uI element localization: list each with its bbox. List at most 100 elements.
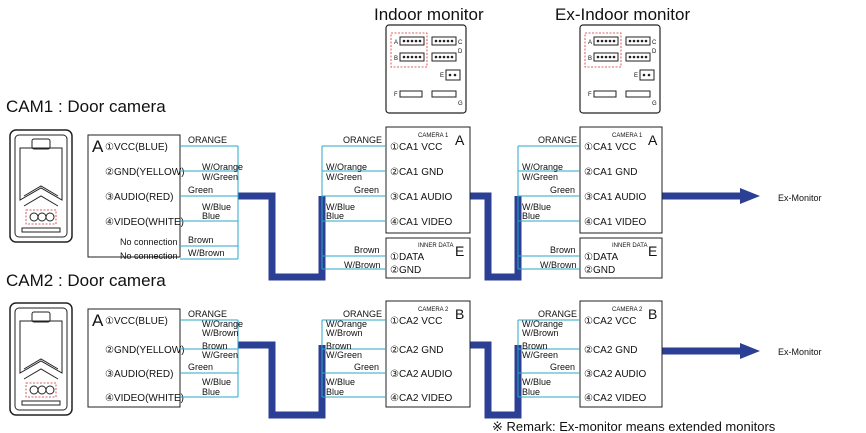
svg-text:Green: Green [354,185,379,195]
svg-text:CAMERA 1: CAMERA 1 [612,133,643,139]
svg-text:E: E [455,243,464,259]
ex-inner-data-block: INNER DATA E ①DATA ②GND [579,237,663,279]
svg-text:A: A [648,132,658,148]
svg-text:C: C [458,40,463,46]
svg-text:Blue: Blue [522,211,540,221]
svg-text:W/Orange: W/Orange [522,319,563,329]
svg-text:④CA2 VIDEO: ④CA2 VIDEO [390,393,453,404]
svg-text:W/Green: W/Green [326,172,362,182]
svg-text:B: B [648,306,657,322]
cable-indoor-to-ex-cam1 [470,192,522,281]
svg-text:Green: Green [354,362,379,372]
svg-text:②CA2 GND: ②CA2 GND [390,345,443,356]
svg-text:①DATA: ①DATA [584,252,618,263]
cam1-pin-4: ④VIDEO(WHITE) [105,217,184,228]
cam2-connector-box: A ①VCC(BLUE) ②GND(YELLOW) ③AUDIO(RED) ④V… [87,308,185,408]
cam2-wires: ORANGE W/Orange W/Brown Brown W/Green Gr… [180,309,243,398]
ex-camera1-block: CAMERA 1 A ①CA1 VCC ②CA1 GND ③CA1 AUDIO … [579,126,663,234]
indoor-wires: ORANGE W/Orange W/Green Green W/Blue Blu… [321,135,386,398]
svg-text:W/Orange: W/Orange [326,319,367,329]
svg-text:②GND: ②GND [584,265,615,276]
svg-text:F: F [394,92,398,98]
cam1-pin-1: ①VCC(BLUE) [105,142,168,153]
svg-text:Brown: Brown [522,341,548,351]
svg-text:F: F [588,92,592,98]
indoor-inner-data-block: INNER DATA E ①DATA ②GND [385,237,471,279]
svg-text:W/Brown: W/Brown [202,328,239,338]
cam2-pin-4: ④VIDEO(WHITE) [105,393,184,404]
cable-ex-cam1-out [662,188,760,204]
svg-text:W/Green: W/Green [202,350,238,360]
svg-text:C: C [652,40,657,46]
svg-text:ORANGE: ORANGE [538,309,577,319]
cam2-title: CAM2 : Door camera [6,271,166,290]
svg-text:CAMERA 1: CAMERA 1 [418,133,449,139]
svg-text:W/Brown: W/Brown [344,260,381,270]
svg-text:E: E [634,73,638,79]
svg-text:W/Orange: W/Orange [202,319,243,329]
cam1-connector-box: A ①VCC(BLUE) ②GND(YELLOW) ③AUDIO(RED) ④V… [87,134,185,258]
indoor-monitor-panel: A B C D E F G [385,24,467,114]
svg-text:Blue: Blue [326,387,344,397]
svg-text:W/Blue: W/Blue [522,377,551,387]
svg-text:①CA2 VCC: ①CA2 VCC [584,316,636,327]
svg-text:ORANGE: ORANGE [188,135,227,145]
indoor-monitor-title: Indoor monitor [374,5,484,24]
svg-text:②CA1 GND: ②CA1 GND [390,167,443,178]
ex-monitor-label-2: Ex-Monitor [778,347,822,357]
cam1-title: CAM1 : Door camera [6,97,166,116]
cam2-pin-1: ①VCC(BLUE) [105,316,168,327]
svg-text:W/Orange: W/Orange [326,162,367,172]
svg-text:A: A [588,40,592,46]
svg-text:ORANGE: ORANGE [188,309,227,319]
svg-text:④CA2 VIDEO: ④CA2 VIDEO [584,393,647,404]
svg-text:G: G [652,101,657,107]
svg-text:W/Brown: W/Brown [540,260,577,270]
svg-text:W/Brown: W/Brown [188,248,225,258]
svg-text:D: D [652,49,657,55]
cable-indoor-to-ex-cam2 [470,341,522,419]
svg-text:W/Green: W/Green [522,350,558,360]
svg-text:Green: Green [188,362,213,372]
indoor-camera1-block: CAMERA 1 A ①CA1 VCC ②CA1 GND ③CA1 AUDIO … [385,126,471,234]
svg-text:Blue: Blue [202,387,220,397]
svg-text:E: E [440,73,444,79]
svg-text:Blue: Blue [326,211,344,221]
ex-indoor-monitor-panel: A B C D E F G [579,24,661,114]
svg-text:A: A [92,311,104,330]
svg-text:W/Blue: W/Blue [202,202,231,212]
svg-text:Brown: Brown [202,341,228,351]
svg-text:A: A [394,40,398,46]
svg-text:B: B [394,56,398,62]
svg-text:CAMERA 2: CAMERA 2 [612,307,643,313]
cam2-door-camera-drawing [9,302,73,416]
cable-cam1-to-indoor [238,192,326,281]
svg-text:①CA2 VCC: ①CA2 VCC [390,316,442,327]
svg-text:A: A [92,137,104,156]
svg-text:E: E [648,243,657,259]
svg-text:B: B [588,56,592,62]
cable-ex-cam2-out [662,343,760,359]
svg-text:A: A [455,132,465,148]
svg-text:W/Green: W/Green [522,172,558,182]
cable-cam2-to-indoor [238,341,326,419]
ex-indoor-monitor-title: Ex-Indoor monitor [555,5,690,24]
svg-text:①CA1 VCC: ①CA1 VCC [584,142,636,153]
svg-text:②GND: ②GND [390,265,421,276]
svg-text:Blue: Blue [522,387,540,397]
svg-text:④CA1 VIDEO: ④CA1 VIDEO [390,217,453,228]
cam1-pin-3: ③AUDIO(RED) [105,192,173,203]
svg-text:③CA2 AUDIO: ③CA2 AUDIO [390,369,453,380]
svg-text:W/Green: W/Green [202,172,238,182]
svg-text:INNER DATA: INNER DATA [418,243,453,249]
svg-text:①DATA: ①DATA [390,252,424,263]
svg-text:ORANGE: ORANGE [343,135,382,145]
cam1-door-camera-drawing [9,129,73,243]
svg-text:Green: Green [550,185,575,195]
svg-text:①CA1 VCC: ①CA1 VCC [390,142,442,153]
cam2-pin-2: ②GND(YELLOW) [105,345,185,356]
svg-text:CAMERA 2: CAMERA 2 [418,307,449,313]
svg-text:ORANGE: ORANGE [343,309,382,319]
ex-camera2-block: CAMERA 2 B ①CA2 VCC ②CA2 GND ③CA2 AUDIO … [579,300,663,408]
